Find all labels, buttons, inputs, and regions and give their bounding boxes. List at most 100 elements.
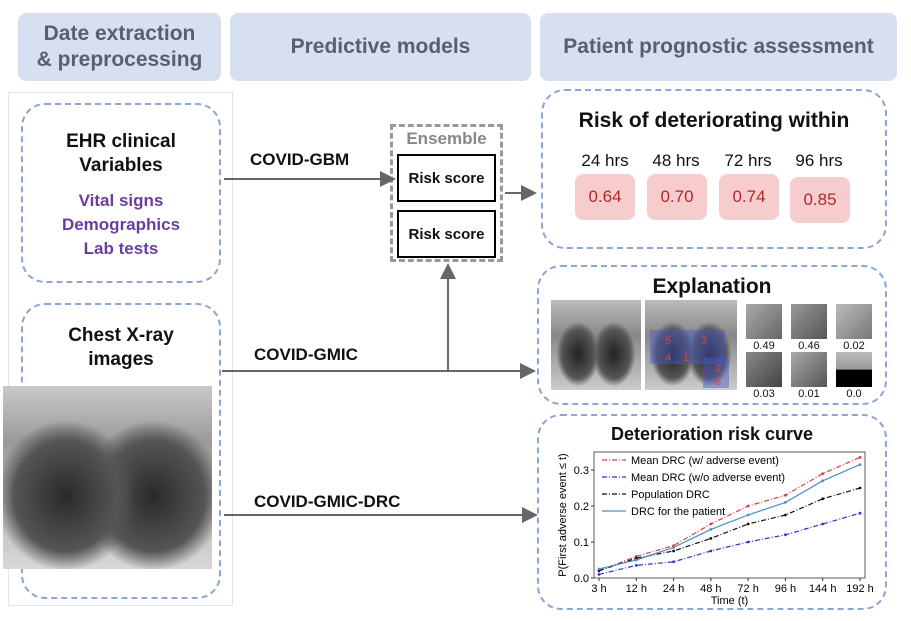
series-0-point-6: [821, 472, 825, 475]
series-2-point-7: [858, 486, 862, 490]
explanation-thumb-2: [791, 304, 827, 339]
explanation-xray-patches: 5 1 3 4 2 6: [645, 300, 737, 390]
legend-label-2: Population DRC: [631, 489, 710, 501]
xray-title-line2: images: [88, 349, 154, 370]
series-0-point-7: [858, 456, 862, 459]
model-covid-gmic-drc: COVID-GMIC-DRC: [254, 492, 401, 511]
series-0-point-4: [746, 504, 750, 508]
ensemble-label: Ensemble: [406, 129, 487, 148]
ehr-item-demographics: Demographics: [61, 215, 181, 234]
series-1-point-6: [821, 522, 825, 526]
ehr-title-line2: Variables: [79, 155, 163, 176]
thumb-value-3: 0.02: [843, 340, 865, 352]
explanation-xray-original: [551, 300, 641, 390]
explanation-thumb-4: [746, 352, 782, 387]
series-3-point-3: [709, 528, 713, 531]
explanation-thumb-3: [836, 304, 872, 339]
series-3-point-0: [597, 567, 601, 571]
series-0-point-5: [784, 493, 787, 497]
series-1-point-2: [672, 560, 675, 564]
risk-panel: Risk of deteriorating within: [541, 89, 887, 249]
risk-value-48: 0.70: [647, 174, 707, 220]
series-1-point-1: [634, 564, 638, 567]
plot-area-frame: [593, 451, 866, 579]
thumb-value-6: 0.0: [846, 388, 862, 400]
ehr-item-lab-tests: Lab tests: [83, 239, 159, 258]
x-tick-label-3: 48 h: [700, 583, 721, 595]
series-3-point-4: [746, 513, 750, 517]
x-tick-label-0: 3 h: [591, 583, 606, 595]
patch-number-3: 3: [701, 335, 708, 347]
header-prognostic-assessment: Patient prognostic assessment: [540, 13, 897, 81]
header-data-extraction: Date extraction & preprocessing: [18, 13, 221, 81]
risk-hours-48: 48 hrs: [652, 151, 700, 170]
explanation-thumb-6: [836, 352, 872, 387]
risk-value-96: 0.85: [790, 177, 850, 223]
explanation-thumb-1: [746, 304, 782, 339]
chest-xray-image: [3, 386, 212, 569]
x-tick-label-4: 72 h: [737, 583, 758, 595]
thumb-value-1: 0.49: [753, 340, 775, 352]
x-axis-label: Time (t): [711, 595, 748, 607]
series-line-1: [598, 512, 861, 575]
series-2-point-6: [821, 497, 825, 501]
x-tick-label-5: 96 h: [775, 583, 796, 595]
series-3-point-5: [784, 501, 787, 504]
model-covid-gmic: COVID-GMIC: [254, 345, 358, 364]
risk-value-72: 0.74: [719, 174, 779, 220]
model-covid-gbm: COVID-GBM: [250, 150, 350, 169]
ehr-panel: EHR clinical Variables Vital signs Demog…: [21, 103, 221, 283]
x-tick-label-6: 144 h: [809, 583, 837, 595]
patch-number-5: 5: [665, 335, 672, 347]
ensemble-box: [390, 124, 503, 262]
series-line-3: [598, 464, 861, 570]
x-tick-label-2: 24 h: [663, 583, 684, 595]
patch-overlay-top: [650, 330, 725, 364]
explanation-title: Explanation: [652, 275, 772, 298]
header-prognostic-assessment-text: Patient prognostic assessment: [563, 35, 874, 58]
risk-score-box-gbm: Risk score: [397, 154, 496, 202]
y-tick-label-2: 0.2: [574, 501, 589, 513]
risk-hours-72: 72 hrs: [724, 151, 772, 170]
drc-panel: Deterioration risk curve: [537, 414, 887, 610]
series-2-point-5: [784, 513, 787, 517]
series-1-point-0: [597, 573, 601, 576]
series-line-0: [598, 456, 861, 572]
ehr-title-line1: EHR clinical: [66, 131, 176, 152]
x-tick-label-1: 12 h: [626, 583, 647, 595]
xray-title-line1: Chest X-ray: [68, 325, 174, 346]
legend-label-3: DRC for the patient: [631, 506, 725, 518]
risk-score-box-gmic: Risk score: [397, 210, 496, 258]
header-data-extraction-text: Date extraction & preprocessing: [36, 22, 203, 71]
legend-label-0: Mean DRC (w/ adverse event): [631, 455, 779, 467]
risk-title: Risk of deteriorating within: [578, 109, 850, 132]
patch-number-2: 2: [715, 363, 722, 375]
series-1-point-5: [784, 533, 787, 537]
y-tick-label-0: 0.0: [574, 573, 589, 585]
risk-value-24: 0.64: [575, 174, 635, 220]
left-column-frame: [8, 92, 233, 606]
legend-label-1: Mean DRC (w/o adverse event): [631, 472, 785, 484]
risk-hours-24: 24 hrs: [581, 151, 629, 170]
series-1-point-7: [858, 511, 862, 515]
series-1-point-4: [746, 540, 750, 544]
patch-number-4: 4: [665, 352, 672, 364]
series-3-point-6: [821, 479, 825, 483]
series-3-point-2: [672, 546, 675, 549]
series-1-point-3: [709, 549, 713, 553]
risk-hours-96: 96 hrs: [795, 151, 843, 170]
y-axis-label: P(First adverse event ≤ t): [557, 453, 569, 576]
series-2-point-4: [746, 522, 750, 526]
header-predictive-models-text: Predictive models: [290, 35, 471, 58]
y-tick-label-1: 0.1: [574, 537, 589, 549]
patch-number-1: 1: [683, 352, 690, 364]
patch-number-6: 6: [715, 376, 722, 388]
drc-title: Deterioration risk curve: [610, 424, 814, 444]
series-0-point-3: [709, 522, 713, 526]
thumb-value-2: 0.46: [798, 340, 820, 352]
ehr-item-vital-signs: Vital signs: [78, 191, 164, 210]
explanation-panel: Explanation: [537, 265, 887, 405]
x-tick-label-7: 192 h: [846, 583, 874, 595]
